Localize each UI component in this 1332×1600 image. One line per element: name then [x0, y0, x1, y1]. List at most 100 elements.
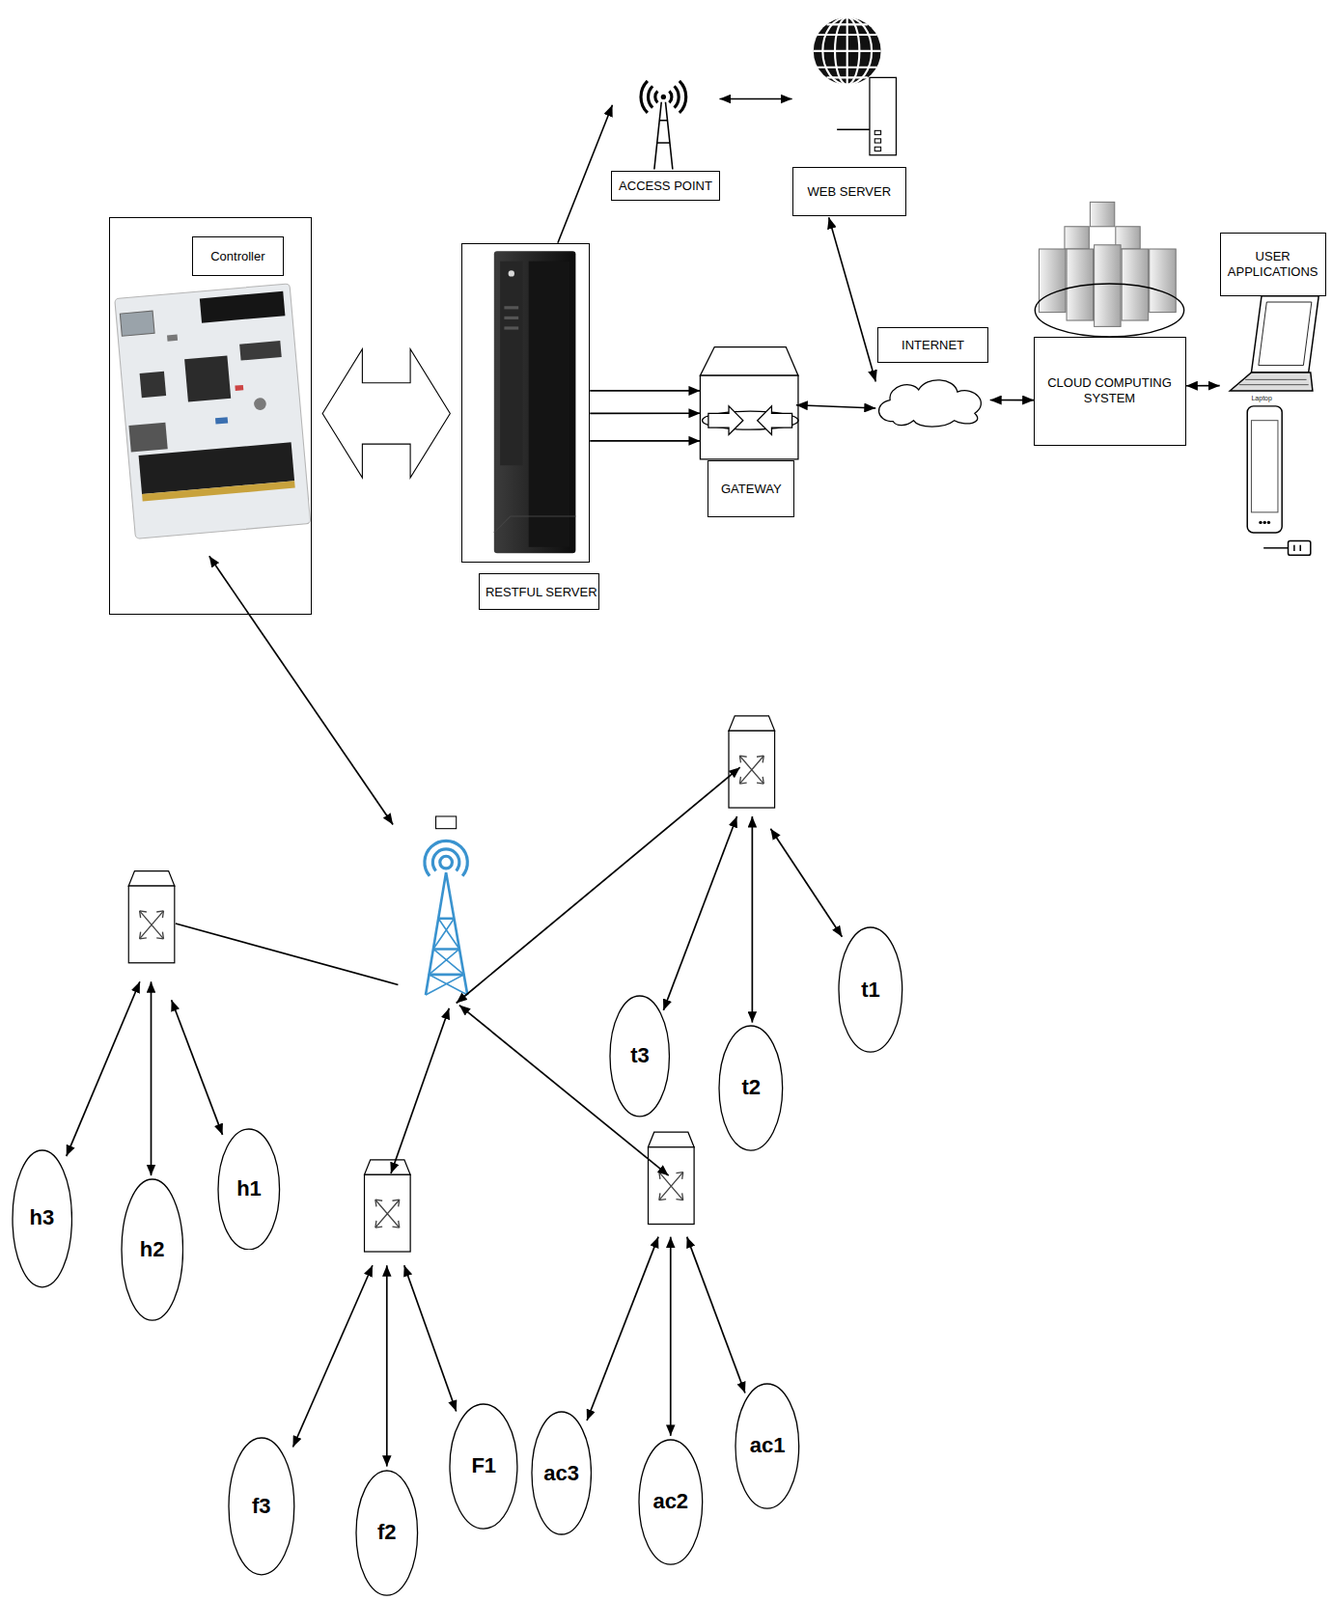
box-label: CLOUD COMPUTING SYSTEM: [1041, 373, 1179, 408]
radio-tower-icon: [425, 872, 468, 996]
server-stack-icon: [1039, 249, 1066, 313]
ellipse-outline: [735, 1384, 800, 1509]
device-node: t3: [609, 995, 670, 1118]
access-point-icon: [654, 102, 673, 170]
radio-tower-icon: [425, 872, 468, 996]
server-stack-icon: [1064, 226, 1089, 250]
controller-panel: Controller: [109, 217, 311, 614]
network-wire: [175, 923, 399, 985]
device-node: h3: [11, 1149, 73, 1289]
node-label: f3: [248, 1492, 276, 1522]
arrow-connector: [1186, 385, 1221, 388]
phone-icon: [1258, 521, 1262, 525]
network-wire: [687, 1237, 746, 1394]
plug-icon: [1263, 540, 1311, 555]
server-stack-icon: [1034, 201, 1184, 337]
network-wire: [663, 816, 737, 1011]
radio-tower-icon: [425, 918, 468, 996]
ellipse-outline: [121, 1179, 184, 1321]
switch-icon: [363, 1160, 411, 1252]
access-point-icon: [661, 94, 666, 100]
radio-tower-icon: [424, 840, 468, 876]
gateway-icon: [757, 406, 793, 436]
controller-board-photo: [114, 283, 311, 539]
device-node: t2: [718, 1025, 784, 1152]
ellipse-outline: [531, 1412, 591, 1535]
controller-board-photo: [128, 422, 167, 453]
web-server: WEB SERVER: [792, 7, 914, 218]
hollow-double-arrow: [322, 349, 450, 478]
server-tower-photo: [499, 261, 523, 466]
device-node: f3: [227, 1437, 296, 1577]
node-label: t3: [626, 1041, 654, 1071]
node-label: ac1: [746, 1431, 790, 1461]
device-node: h2: [120, 1178, 185, 1322]
ellipse-outline: [12, 1150, 72, 1288]
ellipse-outline: [638, 1440, 703, 1565]
switch-icon: [647, 1132, 694, 1224]
server-tower-photo: [528, 261, 570, 548]
ellipse-outline: [228, 1438, 295, 1576]
controller-board-photo: [184, 355, 231, 402]
radio-tower-icon: [424, 816, 468, 996]
icon-caption: Laptop: [1250, 394, 1272, 403]
box-label: GATEWAY: [707, 460, 795, 517]
node-label: t2: [738, 1073, 766, 1103]
network-wire: [669, 1237, 672, 1437]
node-label: t1: [857, 975, 885, 1005]
server-tower-photo: [494, 516, 577, 533]
access-point: ACCESS POINT: [611, 63, 720, 203]
ellipse-outline: [356, 1470, 418, 1596]
node-label: h1: [232, 1174, 266, 1204]
box-label: INTERNET: [877, 327, 988, 363]
gateway-icon: [699, 347, 799, 460]
internet-cloud: INTERNET: [875, 324, 990, 427]
box-label: WEB SERVER: [792, 166, 907, 217]
controller-board-photo: [215, 416, 228, 424]
box-label: Controller: [192, 236, 284, 276]
arrow-connector: [990, 399, 1034, 402]
controller-board-photo: [119, 310, 155, 336]
device-node: f2: [355, 1470, 419, 1597]
phone-icon: [1263, 521, 1267, 525]
device-node: ac1: [734, 1383, 801, 1510]
device-node: F1: [448, 1403, 519, 1530]
plug-icon: [1294, 545, 1301, 552]
plug-icon: [1263, 547, 1288, 549]
gateway-icon: [708, 406, 744, 436]
radio-tower-icon: [436, 816, 457, 830]
server-tower-photo: [508, 270, 515, 277]
phone-icon: [1247, 406, 1282, 533]
plug-icon: [1288, 540, 1311, 555]
arrow-connector: [796, 405, 876, 409]
ellipse-outline: [610, 996, 669, 1117]
laptop-icon: [1229, 296, 1319, 391]
laptop-icon: [1229, 372, 1313, 391]
radio-tower-icon: [440, 856, 453, 869]
server-tower-photo: [503, 316, 519, 320]
arrow-connector: [589, 412, 700, 415]
ellipse-outline: [719, 1026, 783, 1151]
access-point-icon: [668, 81, 686, 113]
arrow-connector: [589, 389, 700, 392]
gateway-icon: [699, 375, 799, 460]
node-label: ac3: [539, 1459, 583, 1489]
radio-tower-icon: [432, 849, 459, 872]
user-applications: USER APPLICATIONS: [1220, 232, 1328, 556]
network-wire: [586, 1237, 659, 1421]
globe-icon: [813, 17, 882, 85]
network-wire: [390, 1008, 449, 1174]
server-tower-photo: [503, 305, 519, 309]
node-label: F1: [467, 1451, 500, 1481]
globe-icon: [813, 17, 882, 85]
device-node: t1: [837, 926, 904, 1054]
phone-icon: [1247, 406, 1282, 533]
phone-icon: [1267, 521, 1271, 525]
controller-board-photo: [139, 371, 167, 398]
controller-board-photo: [234, 385, 244, 391]
node-label: f2: [373, 1518, 401, 1548]
network-wire: [66, 555, 843, 1467]
box-label: USER APPLICATIONS: [1220, 232, 1327, 297]
